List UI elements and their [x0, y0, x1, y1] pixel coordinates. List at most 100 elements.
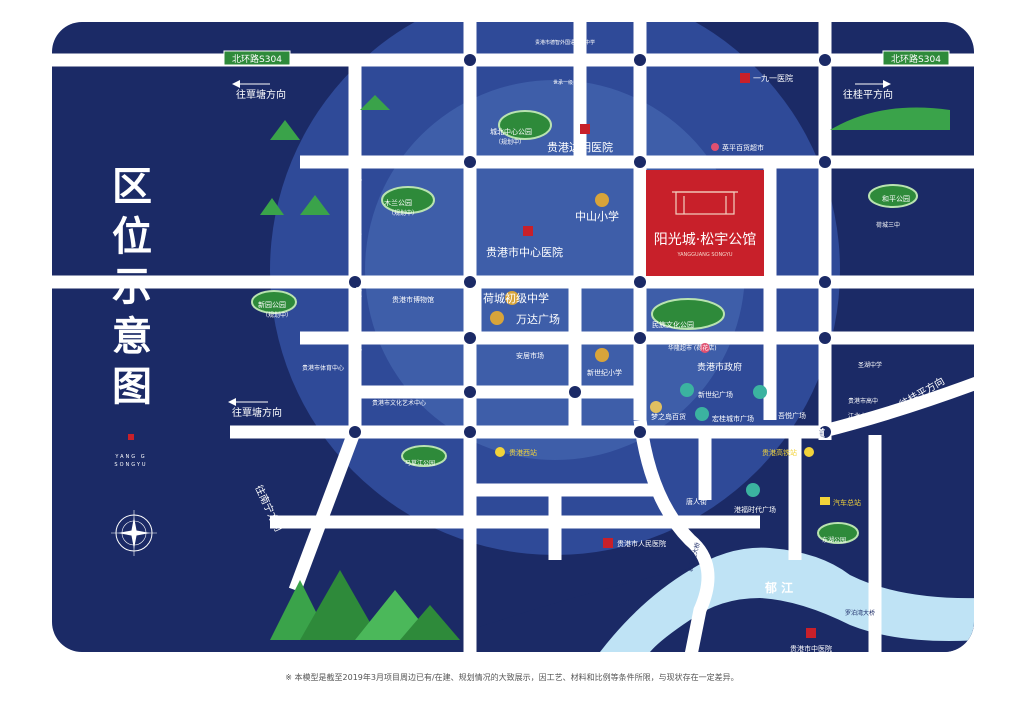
poi-bus-station: 汽车总站: [833, 498, 861, 507]
poi-heping-park: 和平公园: [882, 194, 910, 203]
title-char-4: 意: [112, 314, 152, 360]
road-label-jintian-1: 金: [570, 323, 581, 335]
title-char-2: 位: [112, 214, 152, 260]
poi-hecheng-middle: 荷城初级中学: [483, 291, 549, 305]
s304-tag-left: 北环路S304: [223, 50, 291, 66]
poi-shijia-school: 世承一级中学: [553, 79, 583, 86]
road-label-tongji-1: 同: [871, 522, 880, 533]
poi-government: 贵港市政府: [697, 361, 742, 373]
road-label-buchan: 布山路: [491, 333, 520, 345]
road-label-lu3: 路: [705, 157, 716, 170]
road-label-xinshengli-1: 新: [702, 446, 708, 454]
poi-tcm-hospital: 贵港市中医院: [790, 644, 832, 653]
poi-chengbei-park: 城北中心公园: [490, 127, 532, 136]
road-label-ying: 迎: [352, 170, 362, 183]
yujiang-river: [600, 547, 974, 652]
poi-mulan-plan: （规划中）: [388, 209, 418, 217]
poi-xinyuan-plan: （规划中）: [262, 311, 292, 319]
parks: [251, 110, 918, 544]
title-char-5: 图: [112, 364, 152, 410]
poi-hecheng3: 荷城三中: [876, 221, 900, 229]
road-label-xinshengli-3: 利: [701, 462, 708, 470]
poi-culture-center: 贵港市文化艺术中心: [372, 399, 426, 407]
poi-wuyue: 吾悦广场: [778, 411, 806, 420]
road-label-jiangbei: 江北大道: [527, 485, 563, 497]
road-label-xinshengli-2: 胜: [701, 454, 708, 462]
road-label-bei: 北: [520, 54, 530, 67]
road-label-lin: 林: [576, 157, 587, 170]
arrow-head-left-top: [232, 80, 240, 88]
poi-daming-hospital: 贵港达明医院: [547, 140, 613, 154]
road-label-tongji-3: 大: [871, 545, 880, 557]
arrow-head-left-mid: [228, 398, 236, 406]
road-label-bin: 宾: [352, 226, 362, 239]
project-name: 阳光城·松宇公馆: [654, 232, 756, 248]
intersection-markers: [349, 54, 831, 438]
poi-xinshiji-school: 新世纪小学: [587, 368, 622, 377]
poi-wanda: 万达广场: [516, 312, 560, 326]
road-label-hegang-4: 路: [821, 242, 831, 254]
poi-museum: 贵港市博物馆: [392, 295, 434, 304]
road-label-hegang-3: 一: [821, 233, 830, 243]
poi-tangren: 唐人街: [686, 497, 707, 506]
road-label-hegang-1: 荷: [820, 209, 830, 221]
road-label-gang: 港: [555, 427, 566, 440]
poi-guigang-school: 贵港市德智外国语实验中学: [535, 39, 595, 46]
road-label-tongji-2: 济: [871, 533, 881, 545]
road-label-heping-2: 平: [791, 523, 800, 534]
project-subtitle: YANGGUANG SONGYU: [676, 252, 732, 258]
bridge-label-luopo: 罗泊湾大桥: [845, 609, 875, 617]
poi-donghu-park: 东湖公园: [822, 536, 846, 544]
road-label-shan: 山: [634, 250, 644, 263]
poi-chengbei-plan: （规划中）: [495, 138, 525, 146]
road-label-yu: 郁: [444, 157, 455, 170]
poi-yijiu-hospital: 一九一医院: [753, 73, 793, 83]
title-group: 区 位 示 意 图: [112, 164, 152, 410]
poi-minzu-park: 民族文化公园: [652, 320, 694, 329]
poi-center-hospital: 贵港市中心医院: [486, 245, 563, 259]
road-label-tongji-4: 道: [871, 557, 880, 569]
road-label-jianshe: 建设路: [527, 517, 555, 529]
poi-huarun: 华隆超市 (荷花店): [668, 344, 717, 352]
poi-shengli-school: 圣湖中学: [858, 361, 882, 369]
poi-sports-center: 贵港市体育中心: [302, 364, 344, 372]
road-label-minzhu-1: 民: [765, 318, 774, 329]
road-label-xinshengli-4: 路: [702, 470, 709, 478]
poi-people-hospital: 贵港市人民医院: [617, 539, 666, 548]
poi-yingping: 英平百货超市: [722, 143, 764, 152]
mountain-decoration: [260, 95, 950, 640]
poi-west-station: 贵港西站: [509, 448, 537, 457]
road-label-lu2: 路: [634, 402, 645, 415]
title-char-3: 示: [112, 264, 152, 310]
poi-markers: [490, 73, 830, 638]
road-label-lin2: 林: [530, 277, 541, 290]
poi-anju-market: 安居市场: [516, 351, 544, 360]
road-label-lu1: 路: [702, 54, 713, 67]
road-label-minzhu-2: 主: [765, 329, 774, 341]
road-label-hegang-2: 港: [821, 220, 831, 232]
road-label-heping-3: 路: [791, 533, 801, 545]
road-label-jintian-2: 田: [571, 336, 580, 347]
poi-minzu-school: 贵港市民族中学: [874, 338, 916, 346]
poi-mengzhidao: 梦之岛百货: [651, 412, 686, 421]
title-char-1: 区: [112, 164, 152, 210]
poi-gangfu: 港福时代广场: [734, 505, 776, 514]
poi-hsr-station: 贵港高铁站: [762, 448, 797, 457]
direction-tangtang-mid: 往覃塘方向: [232, 406, 282, 419]
arrow-head-right-top: [883, 80, 891, 88]
project-highlight-block[interactable]: [646, 170, 764, 276]
s304-tag-right: 北环路S304: [882, 50, 950, 66]
direction-tangtang-top: 往覃塘方向: [236, 88, 286, 101]
brand-line-1: YANG G: [114, 454, 146, 460]
compass-icon: [111, 510, 157, 556]
poi-hongzhan: 宏桂城市广场: [712, 414, 754, 423]
poi-mulan-park: 木兰公园: [384, 198, 412, 207]
poi-xinyuan-park: 新园公园: [258, 300, 286, 309]
poi-jiangbei-school: 江北小学: [848, 412, 872, 420]
road-label-minzhu-3: 路: [765, 341, 775, 353]
road-label-hecheng: 荷城路: [503, 387, 532, 399]
road-label-xianyi-3: 路: [471, 317, 479, 326]
poi-zhongshan-school: 中山小学: [575, 209, 619, 223]
project-logo: [672, 191, 738, 215]
